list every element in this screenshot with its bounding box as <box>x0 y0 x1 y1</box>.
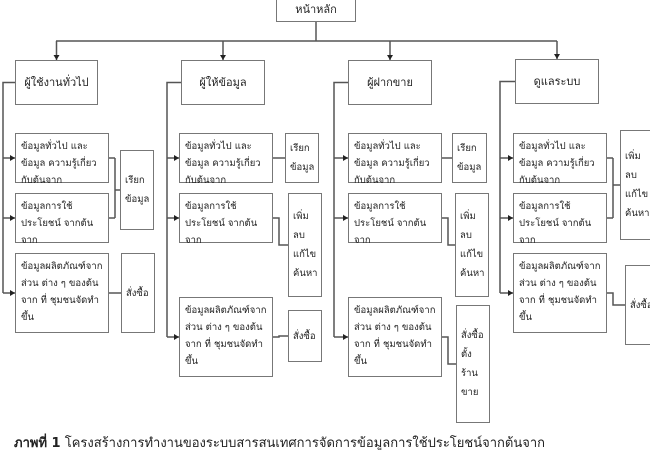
figure-caption: ภาพที่ 1 โครงสร้างการทำงานของระบบสารสนเท… <box>14 432 545 450</box>
root-node: หน้าหลัก <box>276 0 356 22</box>
action-label: ลบ <box>625 170 637 181</box>
action-label: เพิ่ม <box>460 211 476 222</box>
action-box: สั่งซื้อ <box>121 253 155 333</box>
arrow-right-icon <box>174 334 179 340</box>
action-box: สั่งซื้อตั้งร้านขาย <box>456 305 490 423</box>
caption-label: ภาพที่ 1 <box>14 436 61 450</box>
arrow-right-icon <box>10 155 15 161</box>
arrow-down-icon <box>387 55 393 60</box>
action-label: ค้นหา <box>460 268 485 279</box>
arrow-right-icon <box>508 290 513 296</box>
action-connector <box>273 217 288 246</box>
action-connector <box>442 336 456 365</box>
action-label: เรียก <box>457 143 477 154</box>
info-item: ข้อมูลผลิตภัณฑ์จากส่วน ต่าง ๆ ของต้นจาก … <box>348 297 442 377</box>
action-label: แก้ไข <box>460 249 484 260</box>
arrow-right-icon <box>10 290 15 296</box>
action-box: เพิ่มลบแก้ไขค้นหา <box>620 130 650 240</box>
action-label: ข้อมูล <box>290 162 315 173</box>
arrow-right-icon <box>343 215 348 221</box>
action-label: ขาย <box>461 387 479 398</box>
action-label: สั่งซื้อ <box>630 299 650 311</box>
action-label: สั่งซื้อ <box>461 330 484 341</box>
action-label: ข้อมูล <box>125 194 150 205</box>
action-box: เรียกข้อมูล <box>452 133 487 183</box>
column-header: ผู้ใช้งานทั่วไป <box>15 60 98 105</box>
action-label: ค้นหา <box>293 268 318 279</box>
action-box: เรียกข้อมูล <box>285 133 319 183</box>
action-box: เพิ่มลบแก้ไขค้นหา <box>455 193 489 297</box>
info-item: ข้อมูลผลิตภัณฑ์จากส่วน ต่าง ๆ ของต้นจาก … <box>513 253 607 333</box>
info-item: ข้อมูลทั่วไป และข้อมูล ความรู้เกี่ยวกับต… <box>15 133 109 186</box>
info-item: ข้อมูลการใช้ประโยชน์ จากต้นจาก <box>513 193 607 246</box>
arrow-right-icon <box>343 155 348 161</box>
info-item: ข้อมูลการใช้ประโยชน์ จากต้นจาก <box>15 193 109 246</box>
action-connector <box>442 217 455 246</box>
info-item: ข้อมูลการใช้ประโยชน์ จากต้นจาก <box>179 193 273 246</box>
action-label: เรียก <box>125 175 145 186</box>
action-connector <box>607 292 625 306</box>
arrow-down-icon <box>53 55 60 60</box>
column-header: ผู้ให้ข้อมูล <box>181 60 265 105</box>
column-branch-line <box>333 81 348 337</box>
arrow-right-icon <box>343 334 348 340</box>
arrow-right-icon <box>10 215 15 221</box>
action-box: สั่งซื้อ <box>288 310 322 362</box>
info-item: ข้อมูลการใช้ประโยชน์ จากต้นจาก <box>348 193 442 246</box>
info-item: ข้อมูลทั่วไป และข้อมูล ความรู้เกี่ยวกับต… <box>348 133 442 186</box>
action-label: แก้ไข <box>293 249 317 260</box>
action-label: สั่งซื้อ <box>293 330 316 342</box>
arrow-down-icon <box>554 54 560 59</box>
column-branch-line <box>166 81 181 337</box>
caption-text: โครงสร้างการทำงานของระบบสารสนเทศการจัดกา… <box>60 436 546 450</box>
info-item: ข้อมูลทั่วไป และข้อมูล ความรู้เกี่ยวกับต… <box>179 133 273 186</box>
action-box: เรียกข้อมูล <box>120 150 154 230</box>
action-label: ค้นหา <box>625 208 650 219</box>
action-box: เพิ่มลบแก้ไขค้นหา <box>288 193 322 297</box>
action-label: แก้ไข <box>625 189 649 200</box>
action-label: สั่งซื้อ <box>126 287 149 299</box>
arrow-down-icon <box>220 55 226 60</box>
info-item: ข้อมูลผลิตภัณฑ์จากส่วน ต่าง ๆ ของต้นจาก … <box>179 297 273 377</box>
column-header: ดูแลระบบ <box>515 59 599 104</box>
action-label: เพิ่ม <box>625 151 641 162</box>
action-connector <box>273 335 288 338</box>
arrow-right-icon <box>508 215 513 221</box>
action-label: ลบ <box>460 230 472 241</box>
action-label: ตั้ง <box>461 349 472 360</box>
arrow-right-icon <box>508 155 513 161</box>
info-item: ข้อมูลทั่วไป และข้อมูล ความรู้เกี่ยวกับต… <box>513 133 607 186</box>
action-label: ข้อมูล <box>457 162 482 173</box>
column-header: ผู้ฝากขาย <box>348 60 432 105</box>
column-branch-line <box>499 80 515 293</box>
action-label: เพิ่ม <box>293 211 309 222</box>
arrow-right-icon <box>174 215 179 221</box>
info-item: ข้อมูลผลิตภัณฑ์จากส่วน ต่าง ๆ ของต้นจาก … <box>15 253 109 333</box>
action-box: สั่งซื้อ <box>625 265 650 345</box>
action-label: ลบ <box>293 230 305 241</box>
arrow-right-icon <box>174 155 179 161</box>
column-branch-line <box>2 81 15 293</box>
action-label: ร้าน <box>461 368 478 379</box>
action-label: เรียก <box>290 143 310 154</box>
